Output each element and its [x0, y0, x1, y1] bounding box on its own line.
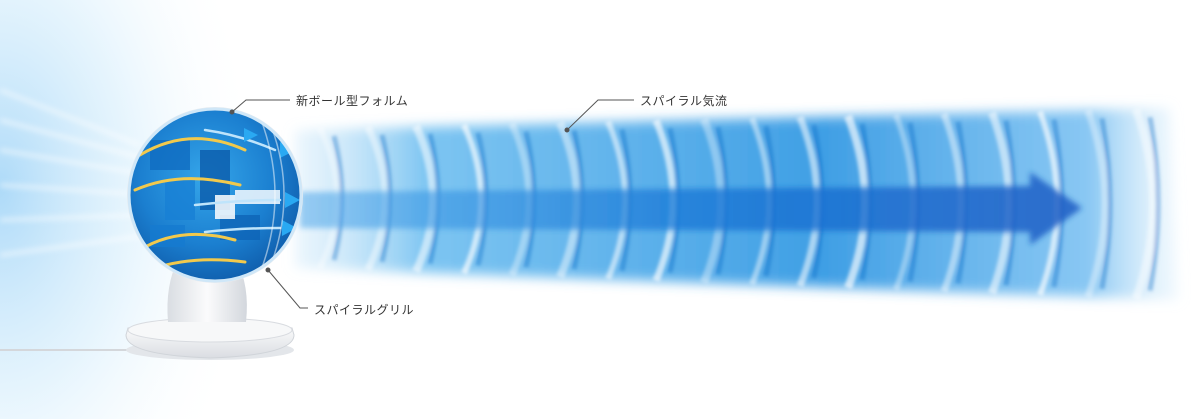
callout-spiral-airflow: スパイラル気流: [640, 94, 728, 108]
circulator-fan-icon: [0, 107, 303, 360]
spiral-ring: [1084, 109, 1109, 298]
spiral-ring: [1132, 107, 1157, 300]
spiral-ring-shadow: [1147, 116, 1161, 292]
callout-ball-form: 新ボール型フォルム: [296, 94, 409, 108]
right-arrow-icon: [300, 172, 1082, 245]
leader-ball-form: [231, 99, 290, 113]
leader-spiral-airflow: [566, 99, 634, 131]
callout-leaders: [229, 99, 634, 309]
spiral-airflow-stream: [295, 107, 1178, 300]
spiral-ring-shadow: [1099, 117, 1113, 290]
callout-spiral-grill: スパイラルグリル: [314, 303, 415, 317]
leader-spiral-grill: [267, 269, 308, 309]
